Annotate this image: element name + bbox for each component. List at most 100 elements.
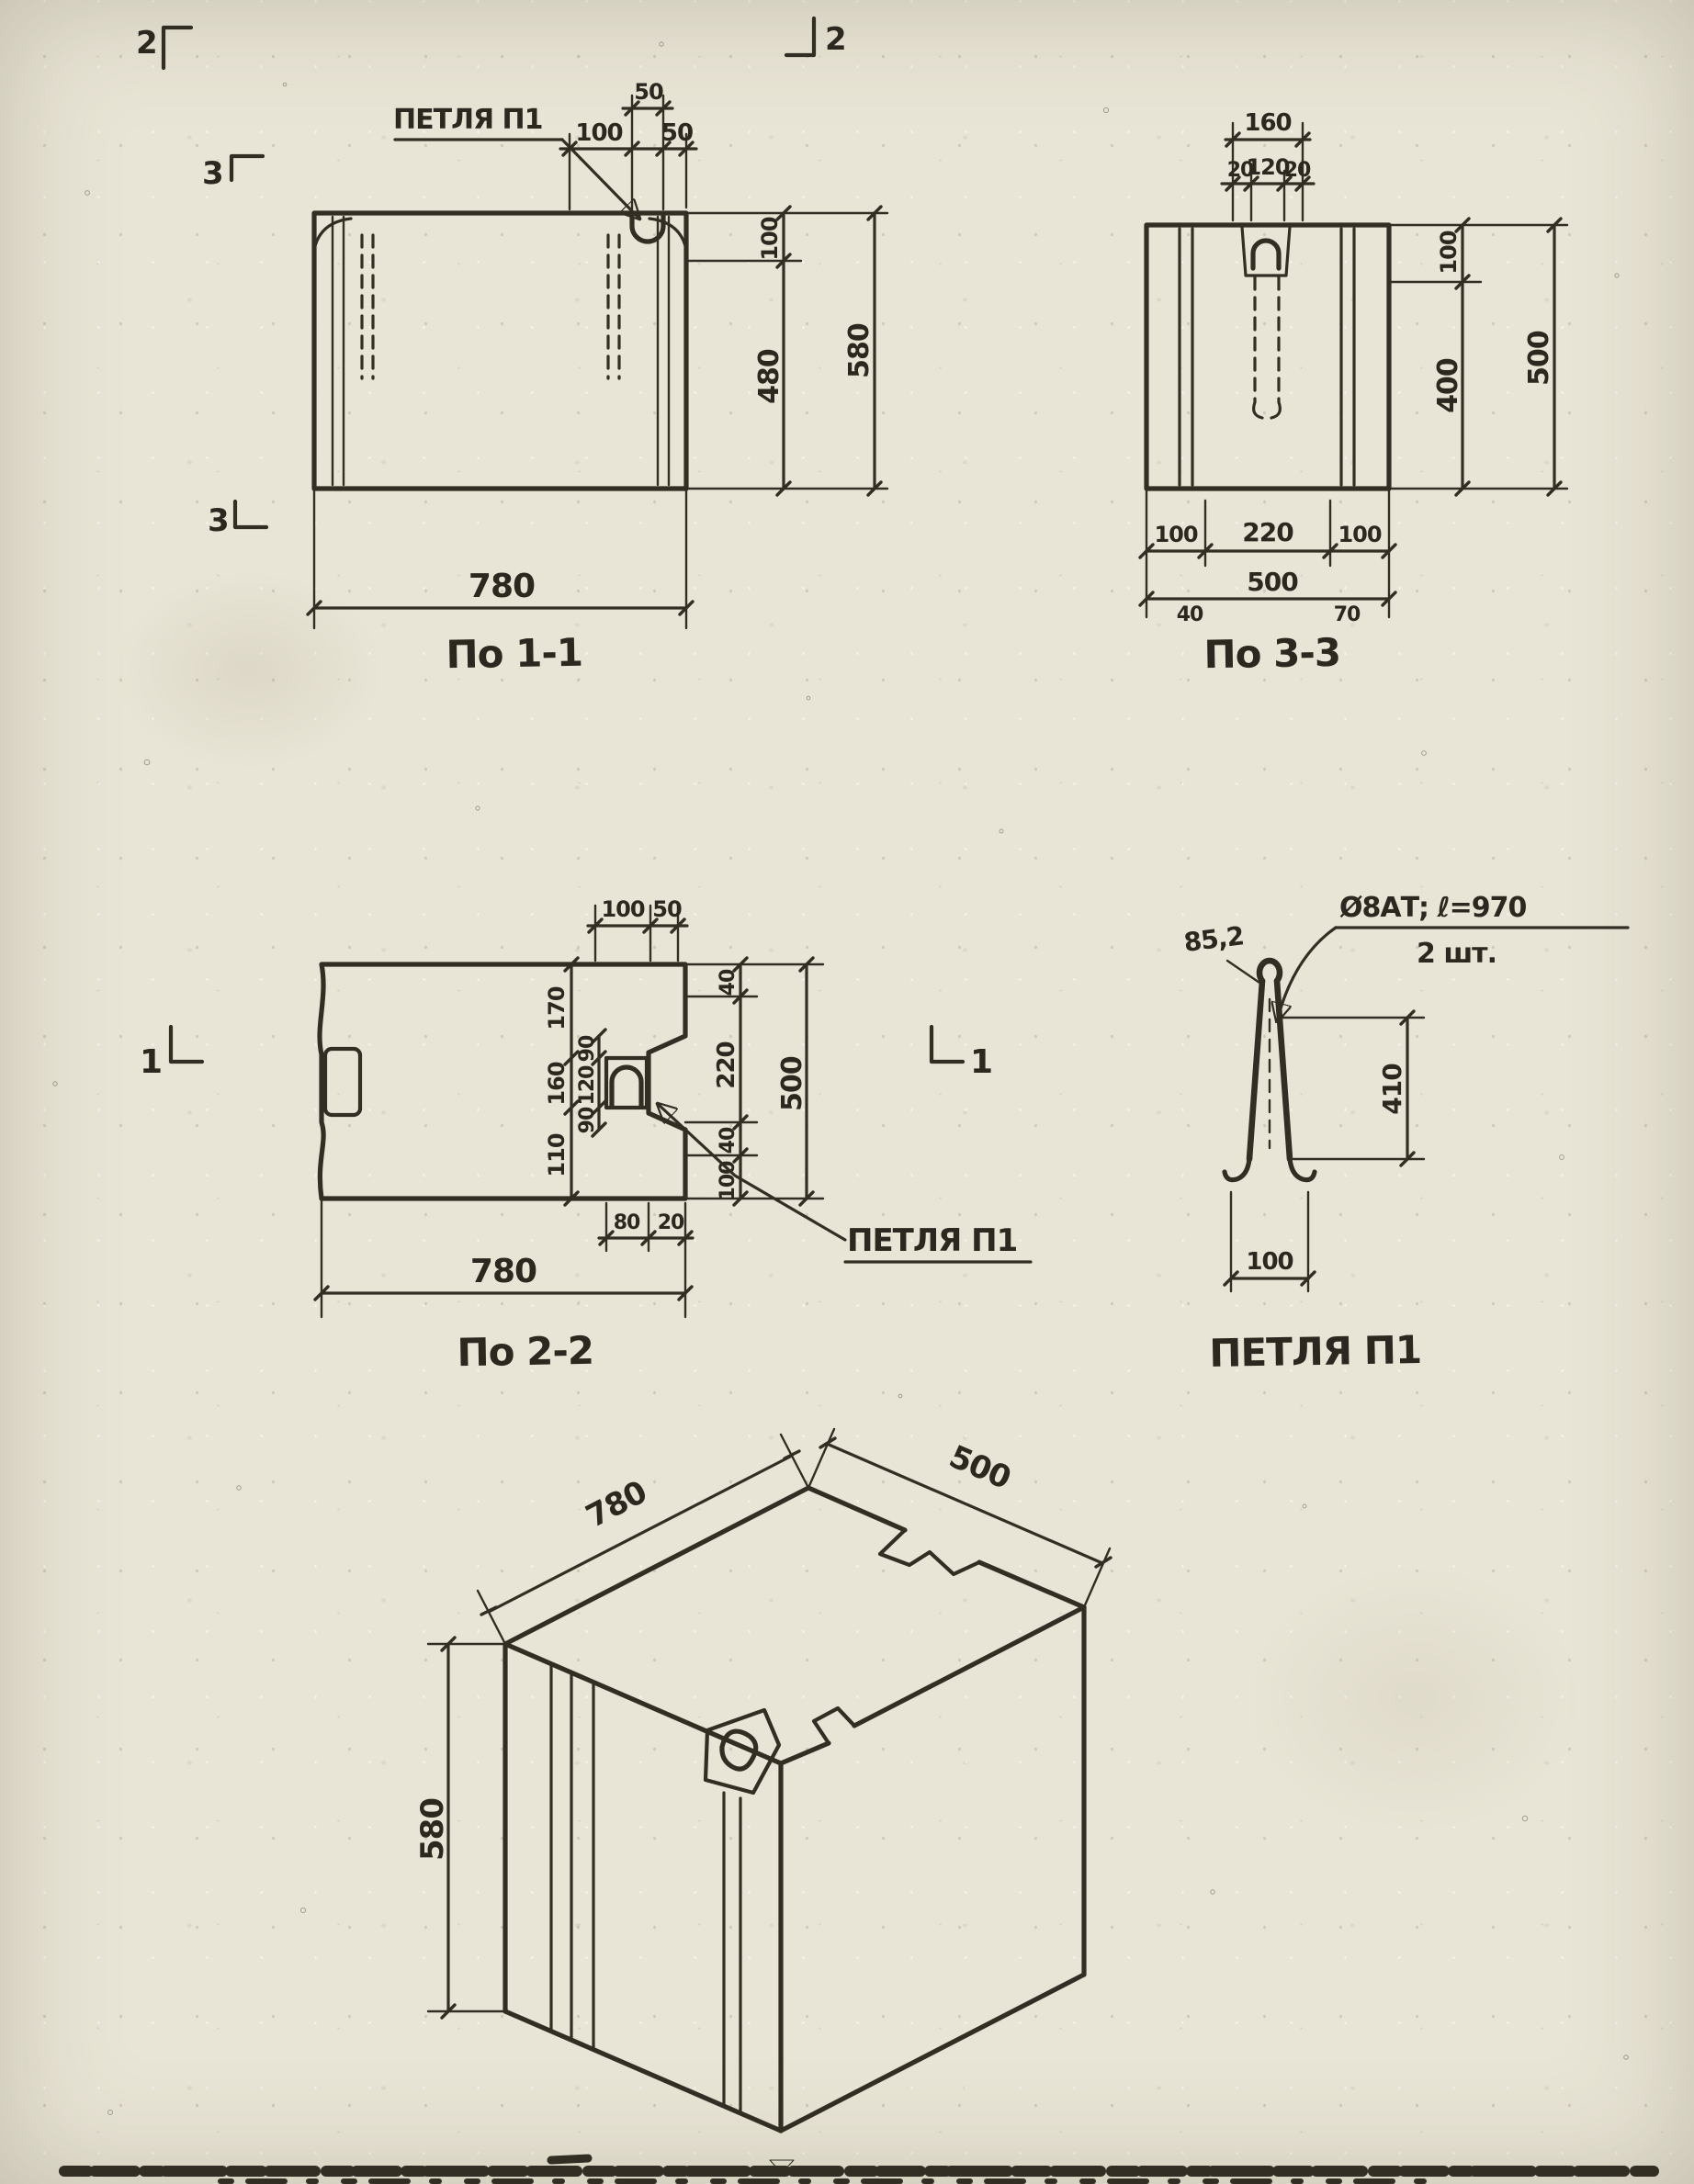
fig2-dim-ticks	[1138, 543, 1397, 559]
fig2-dim-500-side: 500	[1523, 331, 1555, 386]
fig5-isometric-view: 780 500 580	[414, 1427, 1112, 2174]
fig4-callout-spec: Ø8АТ; ℓ=970	[1339, 892, 1527, 924]
fig4-callout-qty: 2 шт.	[1417, 938, 1496, 970]
fig5-edge	[503, 1641, 784, 1766]
fig3-pocket	[604, 1055, 649, 1110]
fig2-dim-100-bl: 100	[1154, 522, 1197, 547]
fig4-dim-ticks	[1399, 1009, 1416, 1167]
fig5-dim-ticks	[819, 1436, 1112, 1569]
fig1-section-1-1: ПЕТЛЯ П1 50 100 50 100 480 580	[136, 16, 889, 678]
fig2-dim-120: 120	[1246, 154, 1289, 180]
fig5-edge	[503, 1485, 811, 1647]
fig3-dim-90-a: 90	[576, 1035, 599, 1062]
fig2-loop	[1250, 238, 1282, 271]
footer-smudge-blob	[547, 2154, 593, 2165]
fig3-dim-100-r: 100	[717, 1161, 740, 1201]
fig5-dim-580: 580	[414, 1798, 451, 1861]
scan-specks	[52, 41, 1629, 2115]
fig3-marker-1-left: 1	[140, 1043, 162, 1081]
fig3-title: По 2-2	[457, 1328, 593, 1376]
fig2-dim-100-side: 100	[1436, 231, 1462, 274]
fig4-dim-100: 100	[1246, 1248, 1293, 1276]
fig5-dim-500: 500	[943, 1438, 1016, 1497]
fig3-dim-780: 780	[470, 1253, 536, 1290]
fig2-dim-ticks	[1454, 217, 1471, 497]
fig3-leader-line	[658, 1104, 847, 1242]
fig1-dim-ticks	[561, 141, 695, 157]
fig5-front-notch	[811, 1706, 857, 1746]
fig2-recess	[1240, 225, 1292, 277]
fig2-dim-160: 160	[1244, 109, 1291, 137]
fig1-dim-ticks	[306, 600, 695, 616]
fig4-dim-410: 410	[1377, 1064, 1407, 1115]
fig2-outline	[1144, 222, 1392, 491]
fig1-dim-780: 780	[469, 568, 535, 605]
fig1-title: По 1-1	[446, 630, 582, 678]
fig5-dim-ticks	[480, 1449, 801, 1616]
fig2-dim-ticks	[1138, 591, 1397, 607]
paper-stain	[110, 569, 386, 771]
fig1-marker-2-left-bracket	[161, 25, 194, 71]
fig1-marker-3-bottom: 3	[208, 502, 229, 539]
fig1-marker-3-top: 3	[202, 155, 223, 192]
fig5-edge	[852, 1604, 1087, 1728]
fig2-dim-40: 40	[1177, 603, 1203, 626]
fig3-dim-ticks	[587, 918, 686, 934]
fig3-dim-ticks	[598, 1230, 694, 1246]
fig4-loop-detail: 85,2 Ø8АТ; ℓ=970 2 шт. 410 100 ПЕТЛЯ П1	[1182, 892, 1630, 1376]
fig3-dim-50-top: 50	[652, 896, 682, 922]
fig4-loop-leg-left	[1246, 977, 1266, 1163]
fig4-radius-label: 85,2	[1182, 920, 1246, 958]
fig4-dim-ticks	[1223, 1270, 1316, 1287]
fig1-dim-50-right: 50	[661, 119, 693, 147]
fig4-title: ПЕТЛЯ П1	[1209, 1327, 1422, 1376]
fig3-left-groove	[322, 1046, 363, 1118]
fig5-ext-line	[1082, 1547, 1112, 1609]
fig3-dim-100-top: 100	[601, 896, 644, 922]
fig5-dim-780: 780	[581, 1474, 653, 1536]
fig5-edge	[977, 1559, 1087, 1610]
fig3-dim-500: 500	[776, 1056, 808, 1111]
fig5-pocket	[703, 1707, 782, 1796]
fig1-dim-480: 480	[753, 349, 785, 404]
fig3-marker-1-right: 1	[970, 1043, 992, 1081]
fig5-ext-line	[807, 1427, 836, 1490]
fig1-dim-ticks	[624, 100, 672, 117]
fig4-loop-hook-left	[1222, 1156, 1252, 1183]
paper-stain	[1240, 1561, 1589, 1837]
fig3-dim-160: 160	[544, 1062, 570, 1105]
fig2-dim-500-bottom: 500	[1247, 567, 1298, 597]
fig3-dim-80: 80	[614, 1211, 640, 1234]
fig1-dim-ticks	[866, 205, 883, 497]
fig2-dim-400: 400	[1432, 358, 1464, 413]
fig4-loop-leg-right	[1273, 977, 1293, 1163]
fig3-dim-170: 170	[544, 986, 570, 1030]
fig1-dim-580: 580	[843, 323, 875, 378]
fig1-marker-2-right-bracket	[784, 16, 817, 58]
fig1-marker-2-right: 2	[825, 21, 846, 58]
fig2-dim-100-br: 100	[1338, 522, 1381, 547]
fig5-ext-line	[476, 1589, 507, 1646]
fig4-loop-hook-right	[1287, 1156, 1317, 1183]
fig1-corner-arc	[312, 217, 353, 252]
fig3-dim-ticks	[798, 956, 815, 1207]
fig5-dim-ticks	[440, 1636, 457, 2020]
fig3-dim-40-r1: 40	[717, 969, 740, 996]
fig3-dim-ticks	[591, 1028, 607, 1138]
fig5-edge	[806, 1485, 908, 1533]
fig1-marker-3-bottom-bracket	[232, 499, 269, 530]
fig3-dim-220: 220	[713, 1041, 740, 1088]
fig1-loop-label: ПЕТЛЯ П1	[393, 104, 543, 136]
fig4-callout-leader	[1277, 926, 1338, 1021]
fig3-dim-ticks	[563, 956, 580, 1207]
fig1-marker-2-left: 2	[136, 25, 157, 62]
fig2-dim-ticks	[1225, 175, 1311, 192]
fig3-outline	[317, 962, 688, 1201]
fig1-corner-arc	[648, 217, 688, 252]
fig1-dim-100-top: 100	[575, 119, 622, 147]
fig3-marker-1-left-bracket	[168, 1024, 205, 1064]
footer-smudge	[59, 2154, 1659, 2184]
fig5-ext-line	[779, 1433, 810, 1490]
fig3-loop-label: ПЕТЛЯ П1	[847, 1222, 1017, 1259]
